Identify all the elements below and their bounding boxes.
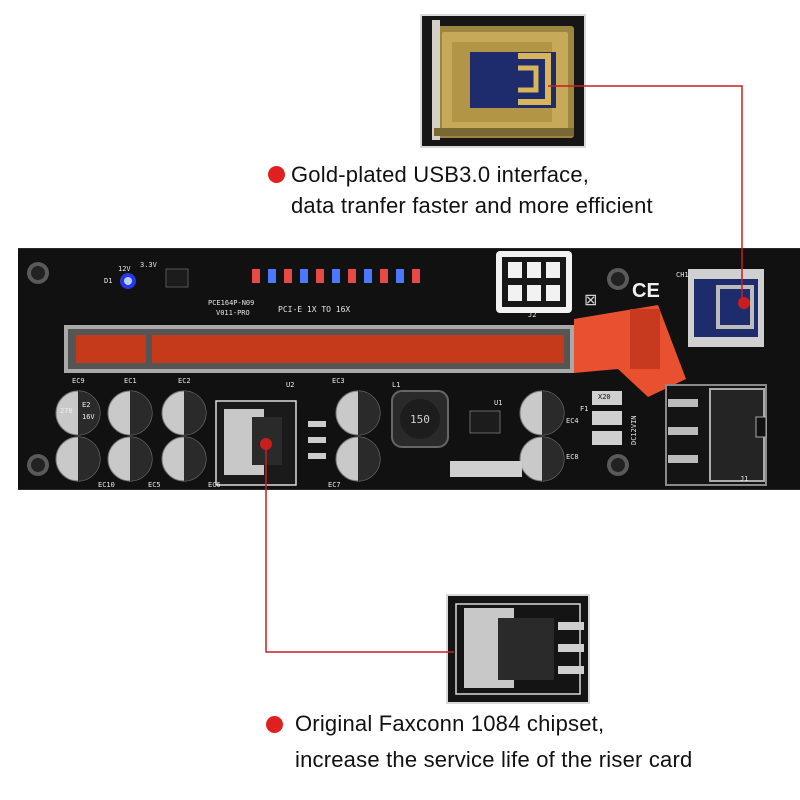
cap-label-ec3: EC3 (332, 377, 345, 385)
inductor-code: 150 (410, 413, 430, 426)
six-pin-connector (496, 251, 572, 313)
ref-d1: D1 (104, 277, 113, 285)
board-model-label: PCE164P-N09 (208, 299, 255, 307)
usb-port (688, 269, 764, 347)
usb-callout-line1: Gold-plated USB3.0 interface, (291, 162, 590, 187)
svg-text:⊠: ⊠ (584, 290, 597, 309)
voltage-33-label: 3.3V (140, 261, 157, 269)
cap-code: E2 (82, 401, 91, 409)
slot-label: PCI-E 1X TO 16X (278, 305, 351, 314)
board-version-label: V011-PRO (216, 309, 250, 317)
dc-input-label: DC12VIN (630, 415, 638, 445)
cap-label-ec1: EC1 (124, 377, 137, 385)
molex-connector (665, 384, 767, 486)
ref-j1: J1 (740, 475, 749, 483)
chip-callout-line1: Original Faxconn 1084 chipset, (295, 711, 605, 736)
cap-label-ec5: EC5 (148, 481, 161, 489)
svg-text:CE: CE (632, 280, 660, 302)
fuse-code: X20 (598, 393, 611, 401)
usb-closeup-inset (420, 14, 586, 148)
ref-f1: F1 (580, 405, 589, 413)
cap-label-ec7: EC7 (328, 481, 341, 489)
cap-label-ec9: EC9 (72, 377, 85, 385)
cap-label-ec4: EC4 (566, 417, 579, 425)
riser-card-pcb: CE ⊠ (18, 248, 800, 490)
ref-l1: L1 (392, 381, 401, 389)
ref-j2: J2 (528, 311, 537, 319)
ref-u2: U2 (286, 381, 295, 389)
usb-port-illustration (422, 16, 584, 146)
chipset-illustration (448, 596, 588, 702)
pcb-graphics: CE ⊠ (27, 251, 767, 486)
ref-u1: U1 (494, 399, 503, 407)
cap-label-ec8: EC8 (566, 453, 579, 461)
cap-label-ec6: EC6 (208, 481, 221, 489)
indicator-leds (252, 269, 420, 283)
chip-callout-bullet (266, 716, 283, 733)
cap-voltage: 16V (82, 413, 95, 421)
cap-label-ec2: EC2 (178, 377, 191, 385)
voltage-regulator (215, 400, 326, 486)
usb-callout-bullet (268, 166, 285, 183)
usb-callout-line2: data tranfer faster and more efficient (291, 193, 653, 218)
cap-value: 270 (60, 407, 73, 415)
cap-label-ec10: EC10 (98, 481, 115, 489)
ref-ch1: CH1 (676, 271, 689, 279)
voltage-12-label: 12V (118, 265, 131, 273)
chip-closeup-inset (446, 594, 590, 704)
chip-callout-line2: increase the service life of the riser c… (295, 747, 693, 772)
pcie-x16-slot (64, 325, 574, 373)
